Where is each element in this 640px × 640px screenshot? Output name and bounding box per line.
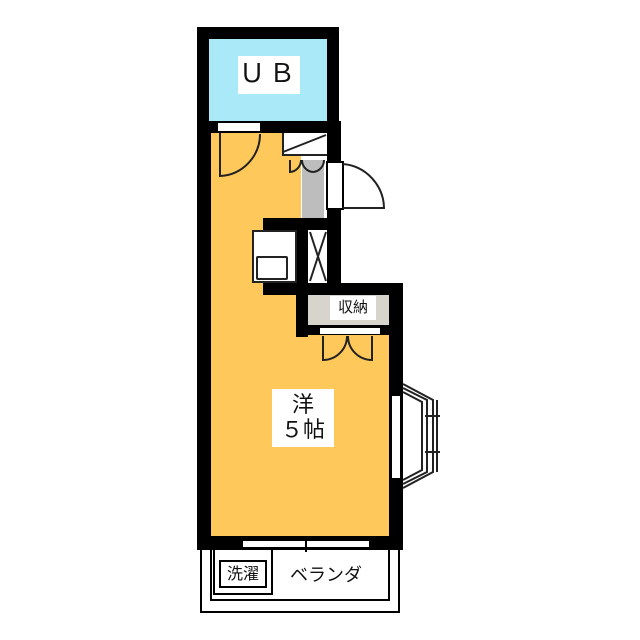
storage-top-wall bbox=[296, 283, 403, 295]
right-window-opening bbox=[392, 396, 400, 478]
entrance-step-line bbox=[282, 134, 327, 153]
bath-label: ＵＢ bbox=[238, 56, 300, 94]
shoe-box bbox=[302, 160, 324, 218]
storage-door-right-icon bbox=[347, 335, 373, 362]
laundry-label: 洗濯 bbox=[219, 560, 267, 588]
storage-label: 収納 bbox=[330, 296, 376, 320]
bath-door-opening bbox=[218, 123, 260, 131]
room-size: ５帖 bbox=[280, 418, 325, 443]
shoe-box-door-icon bbox=[289, 159, 303, 174]
balcony-inner bbox=[210, 550, 390, 601]
left-wall bbox=[197, 121, 211, 550]
front-door-opening bbox=[326, 161, 344, 210]
x-mark-icon bbox=[309, 231, 327, 282]
bay-window-icon bbox=[402, 383, 440, 489]
room-type: 洋 bbox=[291, 392, 314, 418]
front-door-swing-icon bbox=[342, 163, 386, 209]
storage-left-wall bbox=[296, 283, 308, 337]
laundry-area bbox=[213, 550, 273, 595]
western-room-label: 洋 ５帖 bbox=[272, 389, 334, 447]
storage-door-track bbox=[320, 328, 380, 334]
balcony bbox=[200, 550, 400, 613]
stove-burner bbox=[256, 256, 288, 280]
balcony-label: ベランダ bbox=[290, 565, 362, 586]
storage-door-left-icon bbox=[322, 335, 348, 362]
bath-door-swing-icon bbox=[219, 133, 262, 178]
